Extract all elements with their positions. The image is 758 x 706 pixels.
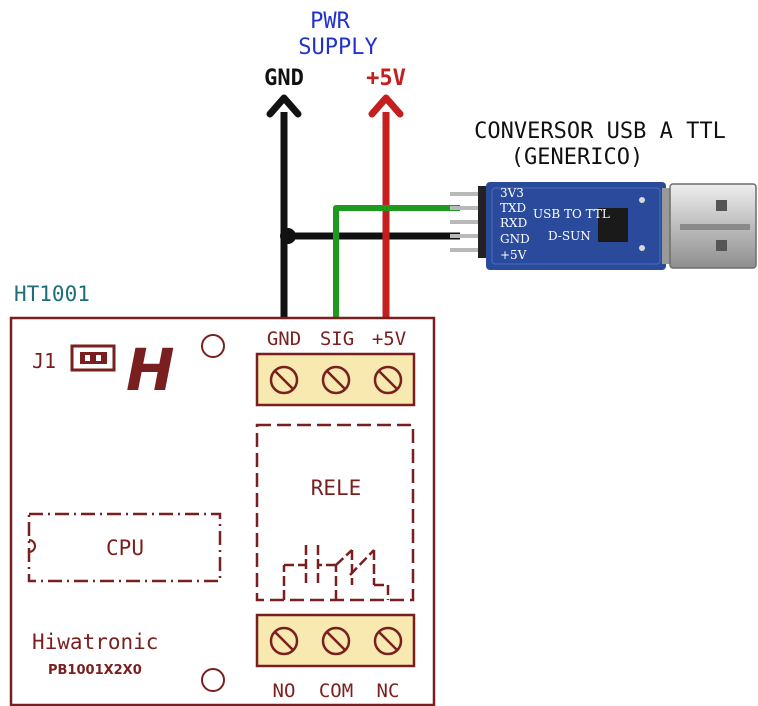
screw-icon — [321, 365, 351, 395]
converter-pin-3v3: 3V3 — [500, 186, 524, 200]
cpu-label: CPU — [106, 536, 144, 560]
screw-icon — [269, 626, 299, 656]
brand-name: Hiwatronic — [32, 630, 158, 654]
sig-wire — [333, 205, 460, 318]
board-outline — [9, 316, 436, 706]
screw-icon — [373, 626, 403, 656]
screw-icon — [269, 365, 299, 395]
terminal-label-gnd: GND — [267, 328, 301, 350]
terminal-label-com: COM — [319, 680, 353, 702]
converter-title-line2: (GENERICO) — [511, 145, 643, 170]
v5-wire — [368, 94, 404, 318]
usb-ttl-converter: 3V3 TXD RXD GND +5V USB TO TTL D-SUN — [450, 182, 757, 270]
brand-logo-letter: H — [126, 336, 175, 404]
screw-icon — [321, 626, 351, 656]
relay-contacts-symbol — [282, 545, 390, 600]
psu-5v-label: +5V — [366, 66, 406, 91]
usb-a-connector — [662, 183, 757, 269]
psu-gnd-label: GND — [264, 66, 304, 91]
cpu-outline — [27, 512, 222, 583]
terminal-label-sig: SIG — [320, 328, 354, 350]
converter-pin-txd: TXD — [500, 201, 526, 215]
converter-chip — [598, 208, 628, 242]
psu-title-line1: PWR — [310, 9, 350, 34]
bottom-terminal-block — [255, 613, 416, 668]
gnd-wire — [266, 94, 460, 318]
part-number: PB1001X2X0 — [48, 663, 142, 678]
terminal-label-5v: +5V — [372, 328, 406, 350]
module-name: HT1001 — [14, 282, 90, 306]
mounting-hole-bottom — [201, 668, 225, 692]
relay-label: RELE — [311, 476, 362, 500]
ht1001-board: J1 H GND SIG +5V — [9, 316, 436, 706]
relay-outline — [255, 423, 415, 602]
jumper-label: J1 — [32, 349, 56, 373]
converter-pin-rxd: RXD — [500, 216, 527, 230]
converter-pin-5v: +5V — [500, 248, 527, 262]
jumper-j1-icon — [70, 344, 116, 372]
terminal-label-nc: NC — [377, 680, 400, 702]
converter-pin-gnd: GND — [500, 232, 530, 246]
converter-board-text1: USB TO TTL — [533, 207, 610, 221]
mounting-hole-top — [201, 334, 225, 358]
psu-title-line2: SUPPLY — [298, 35, 377, 60]
screw-icon — [373, 365, 403, 395]
top-terminal-block — [255, 352, 416, 407]
converter-pcb — [486, 182, 666, 270]
converter-header-pins — [450, 186, 488, 258]
converter-title-line1: CONVERSOR USB A TTL — [474, 119, 726, 144]
converter-board-text2: D-SUN — [548, 229, 591, 243]
terminal-label-no: NO — [273, 680, 296, 702]
gnd-junction-dot — [280, 228, 296, 244]
